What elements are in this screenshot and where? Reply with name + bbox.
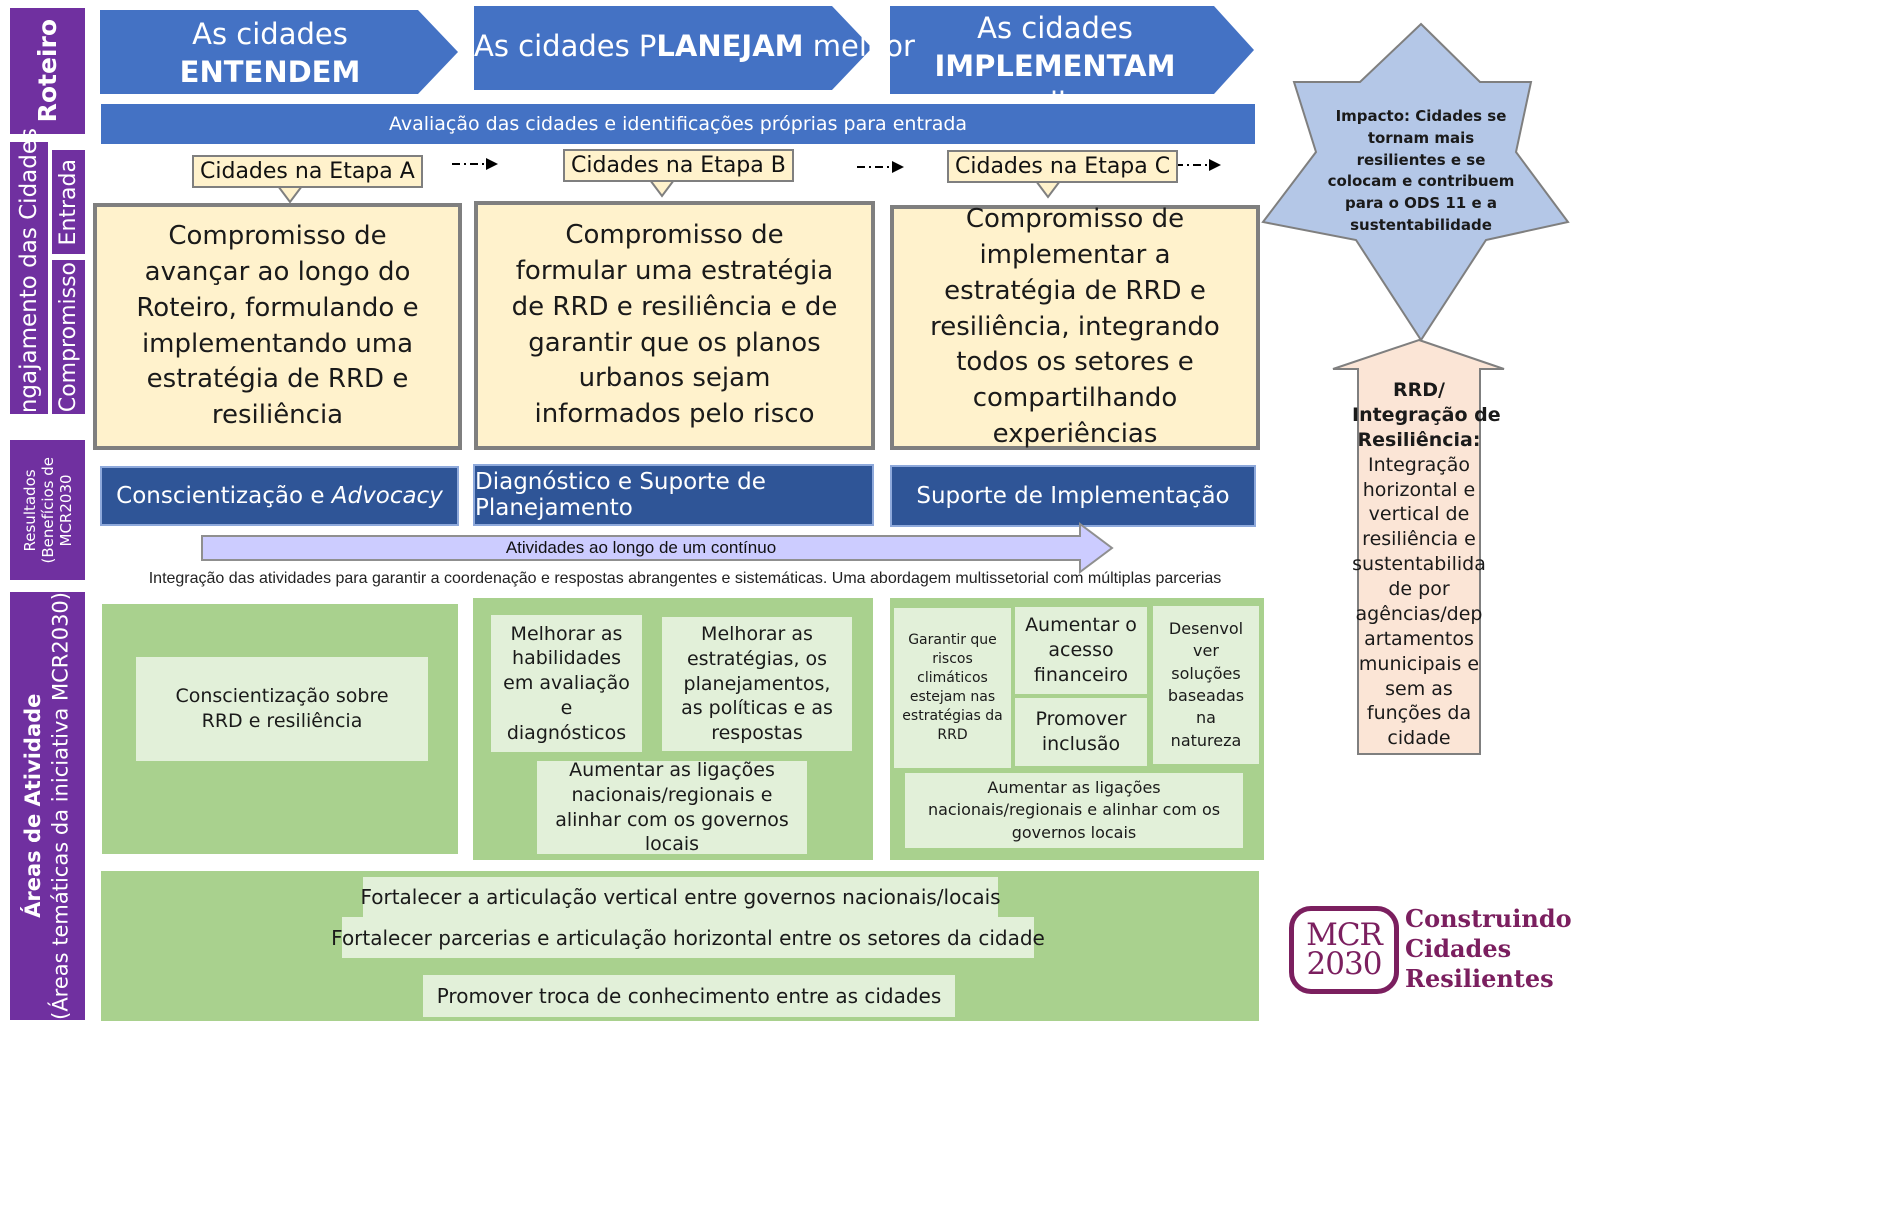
stage-a-label: Cidades na Etapa A <box>192 155 423 188</box>
activity-knowledge-exchange: Promover troca de conhecimento entre as … <box>423 975 955 1017</box>
activity-improve-strategies: Melhorar as estratégias, os planejamento… <box>662 617 852 751</box>
result-awareness-pre: Conscientização e <box>116 483 325 509</box>
assessment-bar: Avaliação das cidades e identificações p… <box>101 104 1255 144</box>
stage-b-label: Cidades na Etapa B <box>563 149 794 182</box>
stage-c-label: Cidades na Etapa C <box>947 150 1179 183</box>
activity-improve-skills: Melhorar as habilidades em avaliação e d… <box>491 615 642 752</box>
impact-line-2: tornam mais <box>1367 128 1475 147</box>
connector-arrowhead-1 <box>486 158 498 170</box>
continuum-arrow-label: Atividades ao longo de um contínuo <box>505 538 777 557</box>
result-box-implementation: Suporte de Implementação <box>890 465 1256 527</box>
integration-line-11: funções da <box>1366 702 1472 725</box>
integration-arrow-text: RRD/ Integração de Resiliência: Integraç… <box>1352 378 1501 751</box>
impact-star-text: Impacto: Cidades se tornam mais resilien… <box>1321 106 1521 237</box>
commitment-box-c: Compromisso de implementar a estratégia … <box>890 204 1260 450</box>
integration-line-1: Integração <box>1367 453 1470 476</box>
impact-line-3: resilientes e se <box>1356 150 1486 169</box>
integration-line-2: horizontal e <box>1362 478 1476 501</box>
activity-vertical-articulation: Fortalecer a articulação vertical entre … <box>360 877 1001 917</box>
roadmap-arrow-3 <box>890 6 1254 94</box>
sidebar-entrada: Entrada <box>52 150 85 254</box>
connector-arrowhead-2 <box>892 161 904 173</box>
roadmap-arrow-2-pre: As cidades P <box>474 29 657 63</box>
integration-text: Integração das atividades para garantir … <box>148 570 1222 587</box>
sidebar-resultados: Resultados (Benefícios de MCR2030 <box>10 440 85 580</box>
roadmap-arrow-3-bold: IMPLEMENTAM <box>934 48 1176 83</box>
activity-national-links-c: Aumentar as ligações nacionais/regionais… <box>905 773 1243 848</box>
roadmap-arrow-1 <box>100 10 458 94</box>
roadmap-arrow-1-bold: ENTENDEM <box>179 54 361 89</box>
logo-wordmark: Construindo Cidades Resilientes <box>1405 904 1572 995</box>
roadmap-arrow-3-label: As cidades IMPLEMENTAM melhor <box>890 10 1220 123</box>
activity-climate-risks: Garantir que riscos climáticos estejam n… <box>894 608 1011 768</box>
result-box-awareness: Conscientização e Advocacy <box>100 466 459 526</box>
result-box-diagnostics: Diagnóstico e Suporte de Planejamento <box>473 464 874 526</box>
roadmap-arrow-2-bold: LANEJAM <box>656 29 804 63</box>
activity-horizontal-partnerships: Fortalecer parcerias e articulação horiz… <box>331 917 1045 958</box>
integration-bold-1: RRD/ <box>1393 379 1445 401</box>
logo-line-1: Construindo <box>1405 904 1572 933</box>
integration-line-9: municipais e <box>1358 652 1480 675</box>
integration-line-3: vertical de <box>1368 503 1470 526</box>
sidebar-areas: Áreas de Atividade (Áreas temáticas da i… <box>10 592 85 1020</box>
assessment-bar-label: Avaliação das cidades e identificações p… <box>388 113 968 135</box>
activity-awareness: Conscientização sobre RRD e resiliência <box>136 657 428 761</box>
sidebar-roteiro: Roteiro <box>10 8 85 134</box>
roadmap-arrow-2-label: As cidades PLANEJAM melhor <box>474 29 915 63</box>
sidebar-compromisso: Compromisso <box>52 260 85 414</box>
integration-line-12: cidade <box>1387 727 1451 750</box>
integration-line-6: de por <box>1388 578 1450 600</box>
logo-mark-top: MCR <box>1306 916 1383 953</box>
impact-line-6: sustentabilidade <box>1350 215 1492 234</box>
activity-inclusion: Promover inclusão <box>1015 698 1147 766</box>
commitment-box-a: Compromisso de avançar ao longo do Rotei… <box>93 203 462 450</box>
result-awareness-italic: Advocacy <box>331 483 443 509</box>
logo-line-3: Resilientes <box>1405 964 1554 994</box>
logo-line-2: Cidades <box>1405 934 1512 964</box>
impact-line-4: colocam e contribuem <box>1327 172 1515 191</box>
integration-line-5: sustentabilida <box>1352 553 1486 576</box>
roadmap-arrow-2 <box>474 6 872 90</box>
impact-line-5: para o ODS 11 e a <box>1345 194 1497 212</box>
connector-arrowhead-3 <box>1209 159 1221 171</box>
roadmap-arrow-3-line1: As cidades <box>977 11 1133 45</box>
activity-nature-solutions: Desenvol ver soluções baseadas na nature… <box>1153 606 1259 764</box>
logo-mark-bottom: 2030 <box>1306 946 1383 982</box>
activity-financial-access: Aumentar o acesso financeiro <box>1015 607 1147 694</box>
integration-bold-3: Resiliência: <box>1357 428 1481 451</box>
integration-line-7: agências/dep <box>1355 602 1483 625</box>
integration-line-4: resiliência e <box>1362 528 1476 551</box>
integration-line-8: artamentos <box>1364 627 1474 650</box>
sidebar-engajamento: Engajamento das Cidades <box>10 128 48 428</box>
mcr2030-logo: MCR 2030 <box>1289 906 1399 994</box>
impact-line-1: Impacto: Cidades se <box>1335 107 1507 125</box>
integration-line-10: sem as <box>1385 677 1453 700</box>
integration-bold-2: Integração de <box>1352 403 1501 426</box>
commitment-box-b: Compromisso de formular uma estratégia d… <box>474 201 875 450</box>
activity-national-links-b: Aumentar as ligações nacionais/regionais… <box>537 759 807 855</box>
roadmap-arrow-1-pre: As cidades <box>192 17 348 51</box>
roadmap-arrow-2-post: melhor <box>803 29 915 63</box>
